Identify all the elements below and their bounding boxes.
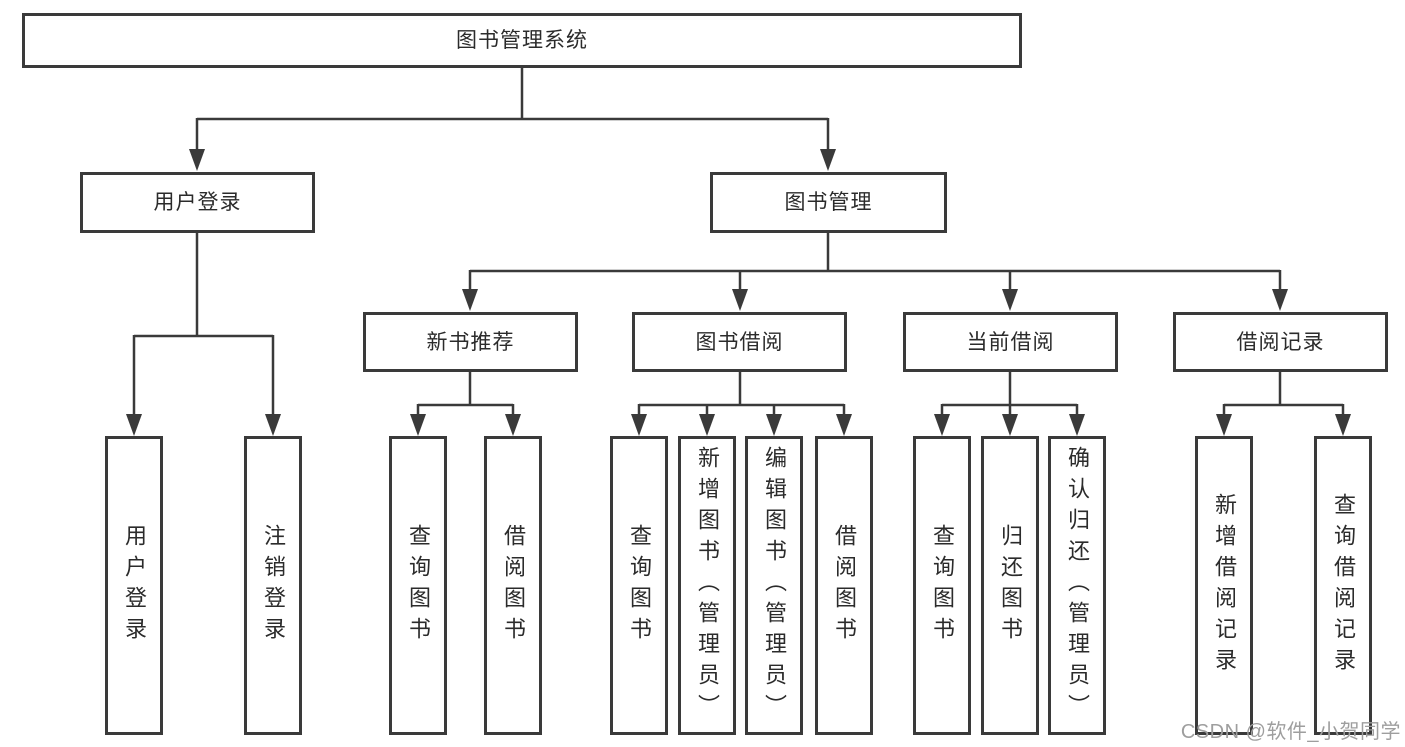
node-label: 当前借阅	[966, 330, 1055, 354]
leaf-add-book-admin: 新增图书（管理员）	[678, 436, 736, 735]
node-label: 注销登录	[261, 523, 286, 648]
node-label: 查询借阅记录	[1331, 492, 1356, 679]
node-book-borrow: 图书借阅	[632, 312, 847, 372]
node-label: 图书管理	[784, 191, 873, 214]
node-new-book-recommend: 新书推荐	[363, 312, 578, 372]
leaf-query-books-current: 查询图书	[913, 436, 971, 735]
node-label: 编辑图书（管理员）	[762, 446, 787, 725]
node-borrow-records: 借阅记录	[1173, 312, 1388, 372]
leaf-add-borrow-record: 新增借阅记录	[1195, 436, 1253, 735]
node-label: 用户登录	[122, 523, 147, 648]
node-label: 查询图书	[406, 523, 431, 648]
leaf-query-books-borrow: 查询图书	[610, 436, 668, 735]
leaf-borrow-books-recommend: 借阅图书	[484, 436, 542, 735]
leaf-confirm-return-admin: 确认归还（管理员）	[1048, 436, 1106, 735]
node-label: 确认归还（管理员）	[1065, 446, 1090, 725]
leaf-query-books-recommend: 查询图书	[389, 436, 447, 735]
node-label: 借阅图书	[501, 523, 526, 648]
leaf-user-login: 用户登录	[105, 436, 163, 735]
node-label: 借阅图书	[832, 523, 857, 648]
node-label: 新增借阅记录	[1212, 492, 1237, 679]
node-label: 借阅记录	[1236, 330, 1325, 354]
node-user-login: 用户登录	[80, 172, 315, 233]
node-label: 图书管理系统	[456, 29, 588, 52]
leaf-borrow-books-borrow: 借阅图书	[815, 436, 873, 735]
node-book-management: 图书管理	[710, 172, 947, 233]
leaf-logout: 注销登录	[244, 436, 302, 735]
node-label: 查询图书	[930, 523, 955, 648]
node-label: 用户登录	[153, 191, 242, 214]
leaf-return-books: 归还图书	[981, 436, 1039, 735]
leaf-edit-book-admin: 编辑图书（管理员）	[745, 436, 803, 735]
node-current-borrow: 当前借阅	[903, 312, 1118, 372]
node-label: 新书推荐	[426, 330, 515, 354]
leaf-query-borrow-record: 查询借阅记录	[1314, 436, 1372, 735]
node-label: 图书借阅	[695, 330, 784, 354]
csdn-watermark: CSDN @软件_小贺同学	[1180, 721, 1401, 743]
node-label: 查询图书	[627, 523, 652, 648]
node-root: 图书管理系统	[22, 13, 1022, 68]
node-label: 新增图书（管理员）	[695, 446, 720, 725]
node-label: 归还图书	[998, 523, 1023, 648]
